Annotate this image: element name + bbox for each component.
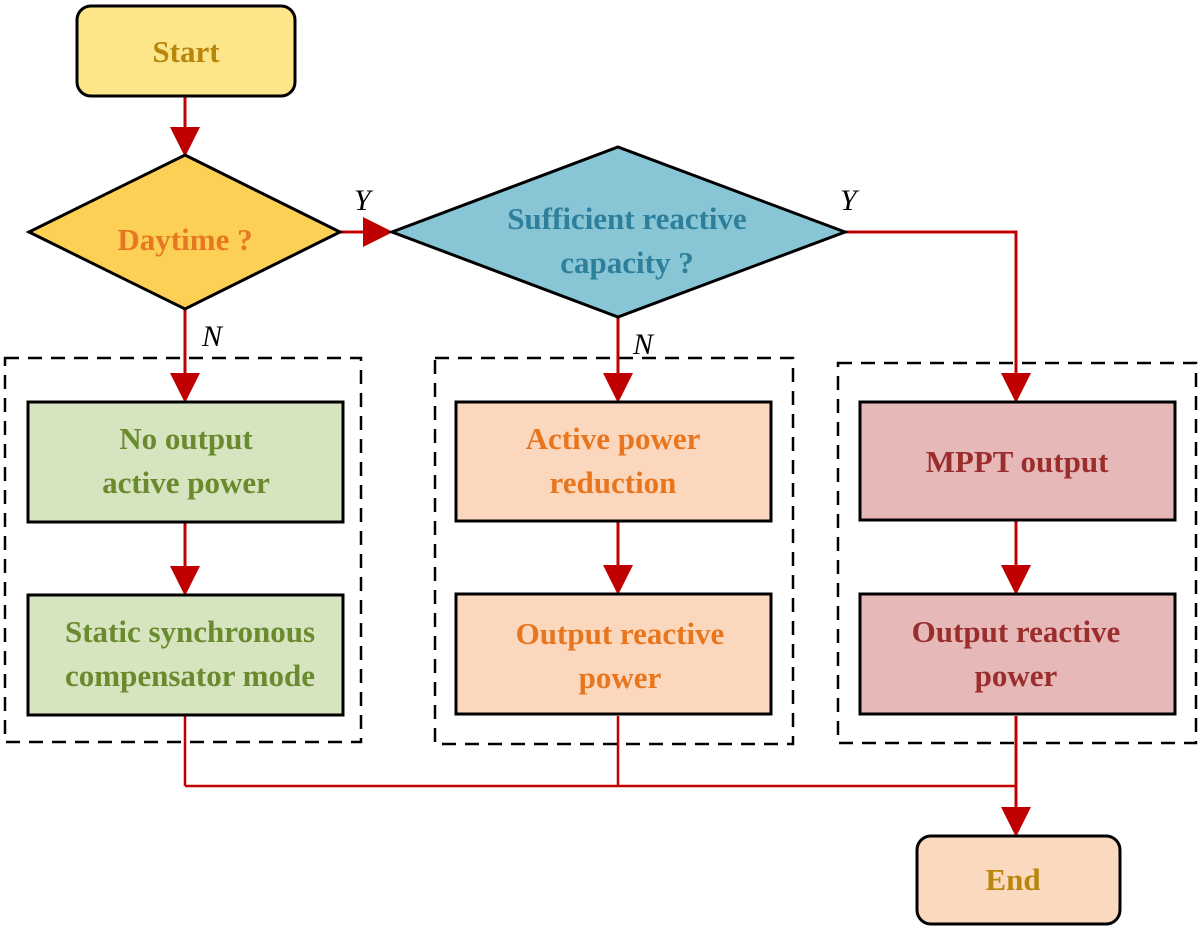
end-label: End bbox=[985, 862, 1040, 897]
output-reactive-power-right-box: Output reactive power bbox=[858, 592, 1177, 716]
mppt-label-line: MPPT output bbox=[926, 444, 1110, 479]
group-frame-middle bbox=[433, 356, 795, 746]
no-output-label: No output active power bbox=[102, 421, 270, 500]
output-reactive-mid-shape bbox=[454, 592, 773, 716]
sufficient-label-line: capacity ? bbox=[560, 245, 693, 280]
static-sync-label-line: compensator mode bbox=[65, 658, 315, 693]
end-label-line: End bbox=[985, 862, 1040, 897]
daytime-label: Daytime ? bbox=[117, 222, 252, 257]
static-sync-shape bbox=[26, 593, 345, 717]
output-reactive-right-label-line: power bbox=[975, 658, 1058, 693]
mppt-output-box: MPPT output bbox=[858, 400, 1177, 522]
sufficient-label: Sufficient reactive capacity ? bbox=[507, 201, 747, 280]
start-label: Start bbox=[152, 34, 220, 69]
no-output-active-power-box: No output active power bbox=[26, 400, 345, 524]
output-reactive-mid-label-line: power bbox=[579, 660, 662, 695]
active-reduction-label-line: reduction bbox=[550, 465, 677, 500]
output-reactive-right-shape bbox=[858, 592, 1177, 716]
no-output-shape bbox=[26, 400, 345, 524]
daytime-decision: Daytime ? bbox=[25, 153, 344, 311]
static-sync-label-line: Static synchronous bbox=[65, 614, 315, 649]
mppt-label: MPPT output bbox=[926, 444, 1110, 479]
active-reduction-shape bbox=[454, 400, 773, 523]
no-output-label-line: No output bbox=[119, 421, 253, 456]
output-reactive-right-label-line: Output reactive bbox=[912, 614, 1121, 649]
sufficient-capacity-decision: Sufficient reactive capacity ? bbox=[387, 145, 850, 319]
daytime-yes-label: Y bbox=[354, 184, 374, 217]
mppt-shape bbox=[858, 400, 1177, 522]
no-output-label-line: active power bbox=[102, 465, 270, 500]
start-shape bbox=[75, 4, 297, 98]
end-terminal: End bbox=[915, 834, 1122, 926]
start-label-line: Start bbox=[152, 34, 220, 69]
start-terminal: Start bbox=[75, 4, 297, 98]
end-shape bbox=[915, 834, 1122, 926]
active-reduction-label: Active power reduction bbox=[526, 421, 701, 500]
output-reactive-right-label: Output reactive power bbox=[912, 614, 1121, 693]
daytime-label-line: Daytime ? bbox=[117, 222, 252, 257]
static-synchronous-compensator-box: Static synchronous compensator mode bbox=[26, 593, 345, 717]
arrow-sufficient-to-mppt bbox=[845, 230, 1031, 403]
active-power-reduction-box: Active power reduction bbox=[454, 400, 773, 523]
sufficient-shape bbox=[387, 145, 850, 319]
output-reactive-mid-label-line: Output reactive bbox=[516, 616, 725, 651]
output-reactive-power-middle-box: Output reactive power bbox=[454, 592, 773, 716]
daytime-shape bbox=[25, 153, 344, 311]
group-frame-left bbox=[3, 356, 363, 744]
connectors bbox=[170, 96, 1031, 837]
sufficient-no-label: N bbox=[632, 328, 655, 361]
sufficient-label-line: Sufficient reactive bbox=[507, 201, 747, 236]
static-sync-label: Static synchronous compensator mode bbox=[65, 614, 315, 693]
sufficient-yes-label: Y bbox=[840, 184, 860, 217]
active-reduction-label-line: Active power bbox=[526, 421, 701, 456]
output-reactive-mid-label: Output reactive power bbox=[516, 616, 725, 695]
daytime-no-label: N bbox=[201, 320, 224, 353]
